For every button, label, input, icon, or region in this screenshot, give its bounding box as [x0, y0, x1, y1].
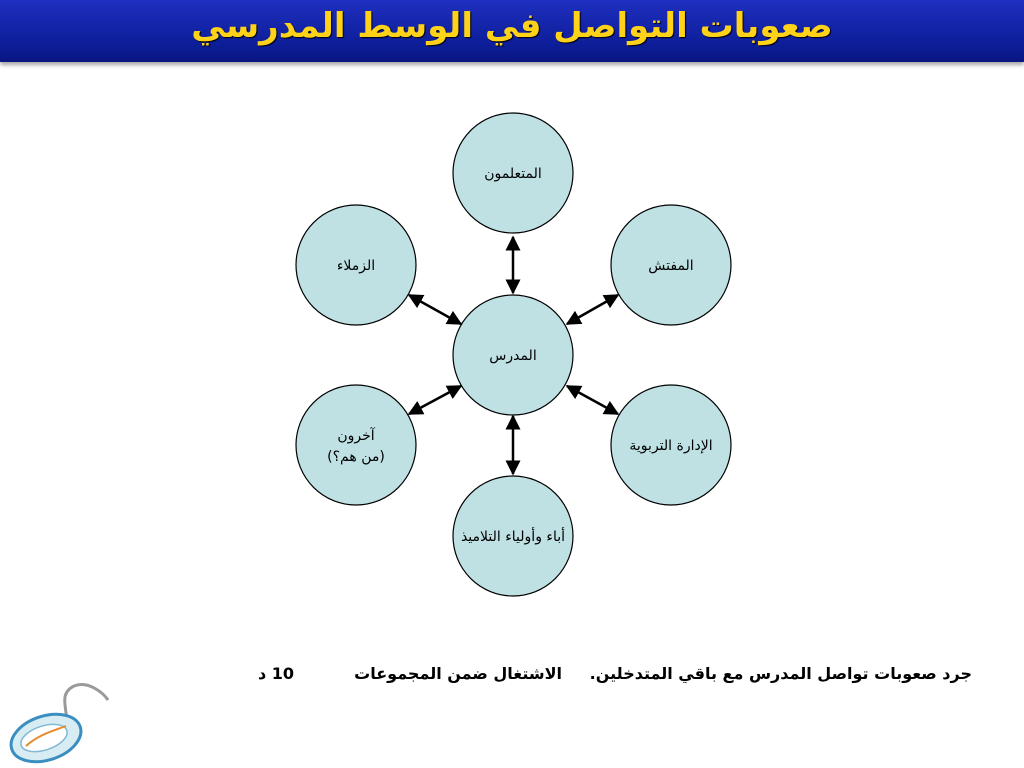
arrow-center-top-right [565, 293, 620, 326]
node-center-label: المدرس [489, 348, 536, 364]
arrow-center-top-left [407, 293, 463, 326]
node-top: المتعلمون [452, 112, 574, 234]
node-bottom-left-label-2: (من هم؟) [327, 449, 385, 465]
node-top-right: المفتش [610, 204, 732, 326]
node-bottom: أباء وأولياء التلاميذ [452, 475, 574, 597]
node-bottom-left-label-1: آخرون [337, 427, 375, 444]
node-top-left-label: الزملاء [337, 258, 375, 274]
footer-mode: الاشتغال ضمن المجموعات [354, 664, 562, 683]
node-top-label: المتعلمون [484, 166, 541, 182]
node-center: المدرس [452, 294, 574, 416]
footer-task: جرد صعوبات تواصل المدرس مع باقي المتدخلي… [589, 664, 972, 683]
title-bar: صعوبات التواصل في الوسط المدرسي [0, 0, 1024, 62]
arrow-center-bottom-left [407, 384, 463, 416]
node-top-left: الزملاء [295, 204, 417, 326]
node-bottom-left: آخرون (من هم؟) [295, 384, 417, 506]
footer-duration: 10 د [257, 664, 294, 683]
node-top-right-label: المفتش [648, 258, 693, 274]
node-bottom-right: الإدارة التربوية [610, 384, 732, 506]
slide-title: صعوبات التواصل في الوسط المدرسي [191, 6, 833, 46]
mouse-logo-icon [9, 683, 110, 764]
node-bottom-right-label: الإدارة التربوية [629, 438, 712, 454]
node-bottom-label: أباء وأولياء التلاميذ [461, 527, 565, 545]
arrow-center-bottom-right [565, 384, 620, 416]
